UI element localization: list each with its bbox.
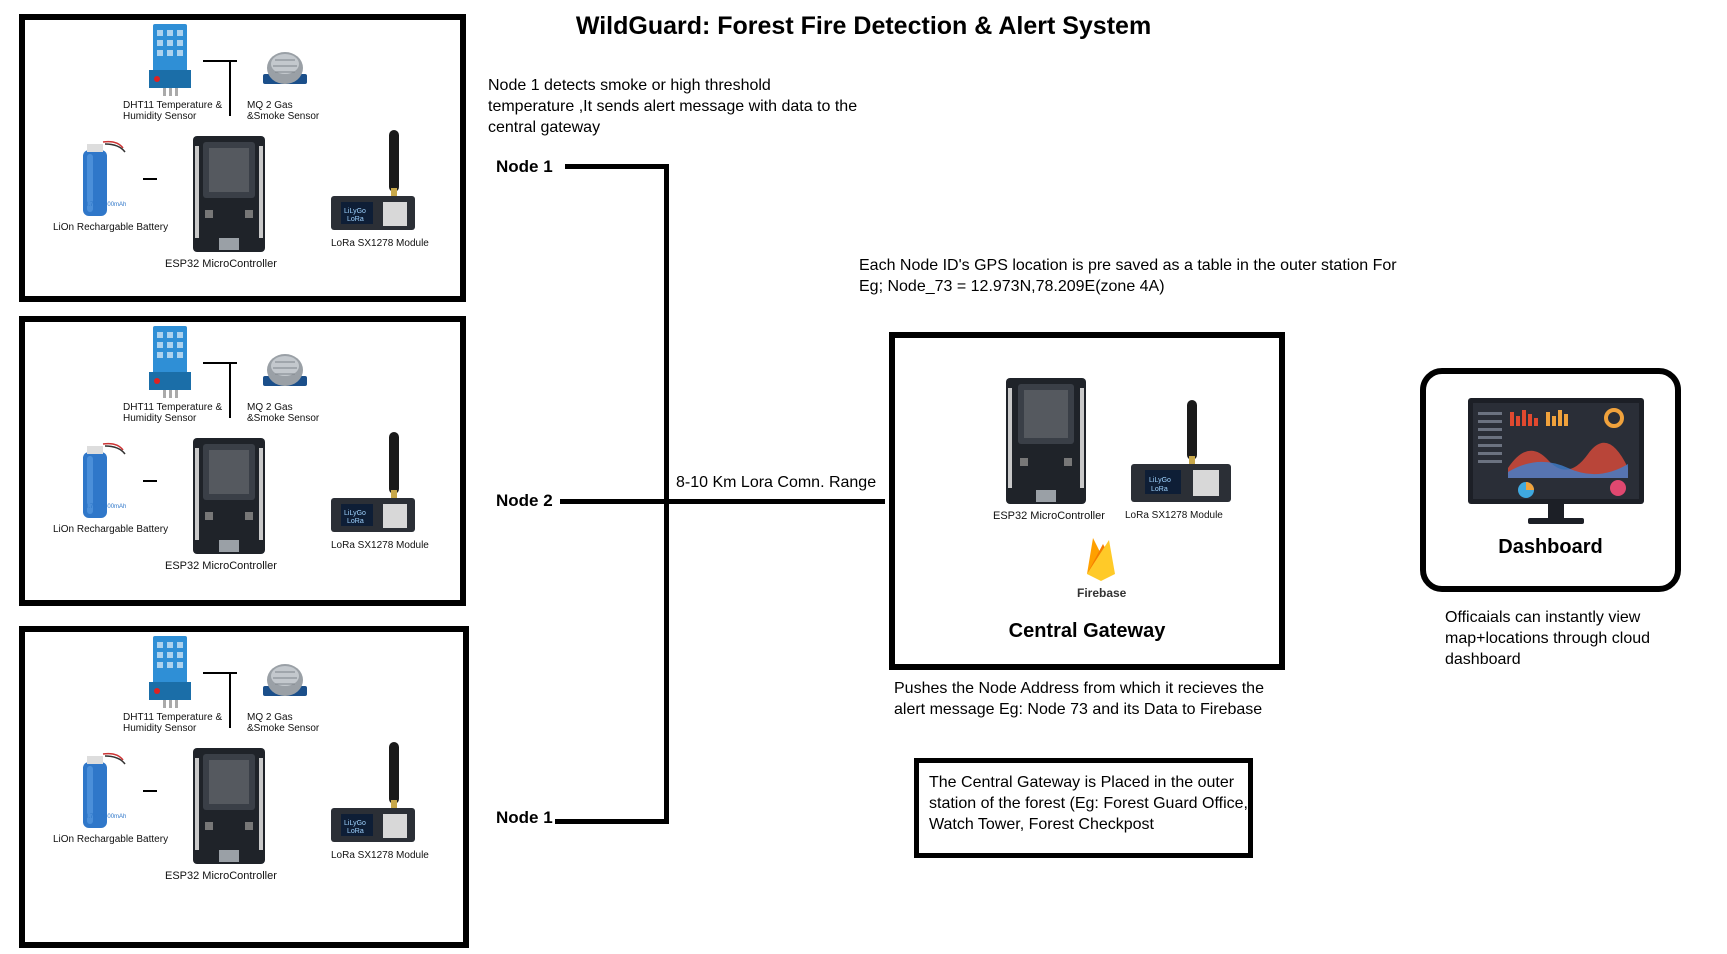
gateway-lora-label: LoRa SX1278 Module	[1125, 510, 1223, 521]
lora-label: LoRa SX1278 Module	[331, 238, 429, 249]
wire-node3	[555, 819, 669, 824]
lion-battery	[83, 752, 126, 828]
node-label-1: Node 1	[496, 157, 553, 176]
node-detect-note: Node 1 detects smoke or high threshold t…	[488, 77, 858, 136]
firebase-icon	[1087, 538, 1115, 581]
placement-box: The Central Gateway is Placed in the out…	[914, 758, 1253, 858]
sensor-connector-h	[203, 672, 237, 674]
battery-spec: 3.7V 2600mAh	[85, 202, 127, 208]
gateway-esp32-board	[1006, 378, 1086, 504]
esp32-board	[193, 438, 265, 554]
mq2-gas-sensor	[263, 354, 307, 386]
battery-spec: 3.7V 2600mAh	[85, 504, 127, 510]
sensor-connector-v	[229, 672, 231, 728]
node-label-3: Node 1	[496, 808, 553, 827]
svg-text:LoRa: LoRa	[347, 828, 364, 835]
sensor-connector-v	[229, 60, 231, 116]
dashboard-title: Dashboard	[1498, 536, 1603, 558]
mq2-gas-sensor	[263, 664, 307, 696]
wire-trunk	[664, 164, 669, 824]
placement-note: The Central Gateway is Placed in the out…	[929, 774, 1248, 833]
lora-label: LoRa SX1278 Module	[331, 850, 429, 861]
mq2-label: MQ 2 Gas &Smoke Sensor	[247, 712, 320, 734]
sensor-node-card-2: DHT11 Temperature & Humidity Sensor MQ 2…	[19, 316, 466, 606]
lora-label: LoRa SX1278 Module	[331, 540, 429, 551]
firebase-label: Firebase	[1077, 586, 1127, 600]
dht11-sensor	[149, 326, 191, 398]
lora-range-label: 8-10 Km Lora Comn. Range	[676, 474, 877, 491]
battery-connector	[143, 790, 157, 792]
lora-module: LiLyGo LoRa	[331, 432, 415, 532]
svg-text:LoRa: LoRa	[1151, 486, 1168, 493]
dht11-label: DHT11 Temperature & Humidity Sensor	[123, 712, 223, 734]
svg-text:LiLyGo: LiLyGo	[344, 510, 366, 517]
sensor-node-card-3: DHT11 Temperature & Humidity Sensor MQ 2…	[19, 626, 469, 948]
lora-module: LiLyGo LoRa	[331, 742, 415, 842]
dht11-label: DHT11 Temperature & Humidity Sensor	[123, 402, 223, 424]
wire-node1	[565, 164, 669, 169]
dht11-label: DHT11 Temperature & Humidity Sensor	[123, 100, 223, 122]
svg-text:LoRa: LoRa	[347, 216, 364, 223]
battery-label: LiOn Rechargable Battery	[53, 834, 169, 845]
wire-node2-to-gateway	[560, 499, 885, 504]
esp32-label: ESP32 MicroController	[165, 258, 277, 270]
svg-text:LiLyGo: LiLyGo	[344, 820, 366, 827]
esp32-board	[193, 136, 265, 252]
svg-text:LiLyGo: LiLyGo	[344, 208, 366, 215]
gateway-lora-module: LiLyGo LoRa	[1131, 400, 1231, 502]
lora-module: LiLyGo LoRa	[331, 130, 415, 230]
officials-note: Officaials can instantly view map+locati…	[1445, 609, 1651, 668]
dht11-sensor	[149, 24, 191, 96]
lion-battery	[83, 442, 126, 518]
battery-label: LiOn Rechargable Battery	[53, 222, 169, 233]
mq2-gas-sensor	[263, 52, 307, 84]
dht11-sensor	[149, 636, 191, 708]
lion-battery	[83, 140, 126, 216]
battery-connector	[143, 480, 157, 482]
sensor-node-card-1: DHT11 Temperature & Humidity Sensor MQ 2…	[19, 14, 466, 302]
sensor-connector-h	[203, 60, 237, 62]
central-gateway-box: ESP32 MicroController LiLyGo LoRa LoRa S…	[889, 332, 1285, 670]
esp32-label: ESP32 MicroController	[165, 560, 277, 572]
gateway-esp32-label: ESP32 MicroController	[993, 510, 1105, 522]
battery-connector	[143, 178, 157, 180]
central-gateway-title: Central Gateway	[1008, 620, 1166, 642]
dashboard-box: Dashboard	[1420, 368, 1681, 592]
svg-text:LoRa: LoRa	[347, 518, 364, 525]
diagram-title: WildGuard: Forest Fire Detection & Alert…	[575, 12, 1152, 40]
mq2-label: MQ 2 Gas &Smoke Sensor	[247, 402, 320, 424]
battery-label: LiOn Rechargable Battery	[53, 524, 169, 535]
esp32-label: ESP32 MicroController	[165, 870, 277, 882]
push-note: Pushes the Node Address from which it re…	[894, 680, 1264, 718]
sensor-connector-v	[229, 362, 231, 418]
esp32-board	[193, 748, 265, 864]
battery-spec: 3.7V 2600mAh	[85, 814, 127, 820]
node-label-2: Node 2	[496, 491, 553, 510]
sensor-connector-h	[203, 362, 237, 364]
monitor-icon	[1468, 398, 1644, 524]
svg-text:LiLyGo: LiLyGo	[1149, 477, 1171, 484]
gps-note: Each Node ID's GPS location is pre saved…	[859, 257, 1397, 295]
mq2-label: MQ 2 Gas &Smoke Sensor	[247, 100, 320, 122]
